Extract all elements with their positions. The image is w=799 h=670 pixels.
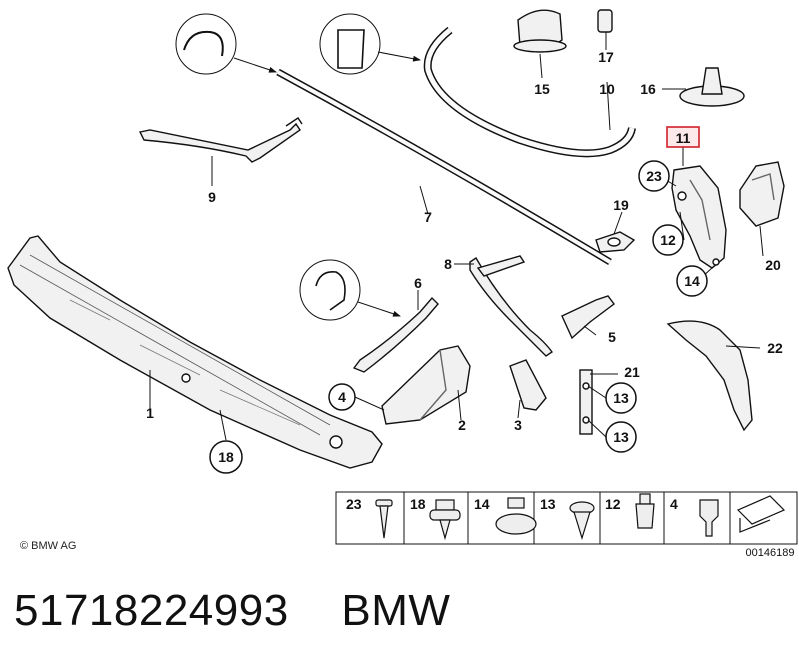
circled-callouts: 4 18 13 13 23 12 14 xyxy=(209,160,708,474)
inset-detail-top-mid xyxy=(319,13,381,75)
part-curved-bracket xyxy=(469,255,553,357)
callout-7[interactable]: 7 xyxy=(424,209,432,225)
part-cowl-panel xyxy=(7,235,383,469)
clip-18-icon xyxy=(429,499,461,541)
legend-item-12: 12 xyxy=(605,496,621,512)
nut-14-icon xyxy=(495,497,537,535)
callout-8[interactable]: 8 xyxy=(444,256,452,272)
inset-detail-mid-left xyxy=(299,259,361,321)
brand-name: BMW xyxy=(341,586,451,635)
part-hose xyxy=(423,26,636,158)
legend-item-14: 14 xyxy=(474,496,490,512)
callout-2[interactable]: 2 xyxy=(458,417,466,433)
part-small-seal xyxy=(352,296,439,373)
callout-13-lower[interactable]: 13 xyxy=(613,429,629,445)
callout-11-highlight: 11 xyxy=(666,126,700,148)
callout-16[interactable]: 16 xyxy=(640,81,656,97)
clip-4-icon xyxy=(699,499,719,537)
part-gasket xyxy=(595,231,636,253)
callout-9[interactable]: 9 xyxy=(208,189,216,205)
callout-21[interactable]: 21 xyxy=(624,364,640,380)
callout-19[interactable]: 19 xyxy=(613,197,629,213)
callout-14[interactable]: 14 xyxy=(684,273,700,289)
part-strip xyxy=(579,369,593,435)
part-grommet xyxy=(513,9,567,53)
legend-item-4: 4 xyxy=(670,496,678,512)
callout-labels: 1 2 3 5 6 7 8 9 10 15 16 17 19 20 21 22 xyxy=(146,49,783,433)
part-number-footer: 51718224993 BMW xyxy=(14,586,450,636)
legend-item-13: 13 xyxy=(540,496,556,512)
copyright-notice: © BMW AG xyxy=(20,540,77,552)
part-boot xyxy=(679,67,745,107)
callout-23[interactable]: 23 xyxy=(646,168,662,184)
part-seal-strip xyxy=(276,68,612,266)
part-number: 51718224993 xyxy=(14,586,289,635)
screw-23-icon xyxy=(375,499,393,539)
leader-lines xyxy=(149,32,764,441)
part-plug xyxy=(597,9,613,33)
part-bracket xyxy=(561,295,615,340)
callout-5[interactable]: 5 xyxy=(608,329,616,345)
legend-code: 00146189 xyxy=(746,547,795,559)
callout-12[interactable]: 12 xyxy=(660,232,676,248)
callout-1[interactable]: 1 xyxy=(146,405,154,421)
callout-17[interactable]: 17 xyxy=(598,49,614,65)
inset-pointers xyxy=(233,51,421,317)
callout-11[interactable]: 11 xyxy=(676,130,691,146)
callout-13-upper[interactable]: 13 xyxy=(613,390,629,406)
callout-4[interactable]: 4 xyxy=(338,389,346,405)
legend-item-18: 18 xyxy=(410,496,426,512)
part-cover xyxy=(739,161,785,227)
callout-20[interactable]: 20 xyxy=(765,257,781,273)
callout-18[interactable]: 18 xyxy=(218,449,234,465)
inset-detail-top-left xyxy=(175,13,237,75)
part-block xyxy=(509,359,547,411)
callout-10[interactable]: 10 xyxy=(599,81,615,97)
legend-item-23: 23 xyxy=(346,496,362,512)
screw-13-icon xyxy=(569,501,595,541)
callout-22[interactable]: 22 xyxy=(767,340,783,356)
direction-arrow-icon xyxy=(736,495,786,533)
part-duct xyxy=(381,345,471,425)
part-bracket-seal xyxy=(138,117,303,163)
rivet-12-icon xyxy=(635,493,655,529)
part-liner xyxy=(666,320,753,432)
fastener-legend: 23 18 14 13 12 4 xyxy=(335,491,798,559)
part-wheel-arch-panel xyxy=(671,165,727,269)
callout-15[interactable]: 15 xyxy=(534,81,550,97)
callout-3[interactable]: 3 xyxy=(514,417,522,433)
callout-6[interactable]: 6 xyxy=(414,275,422,291)
